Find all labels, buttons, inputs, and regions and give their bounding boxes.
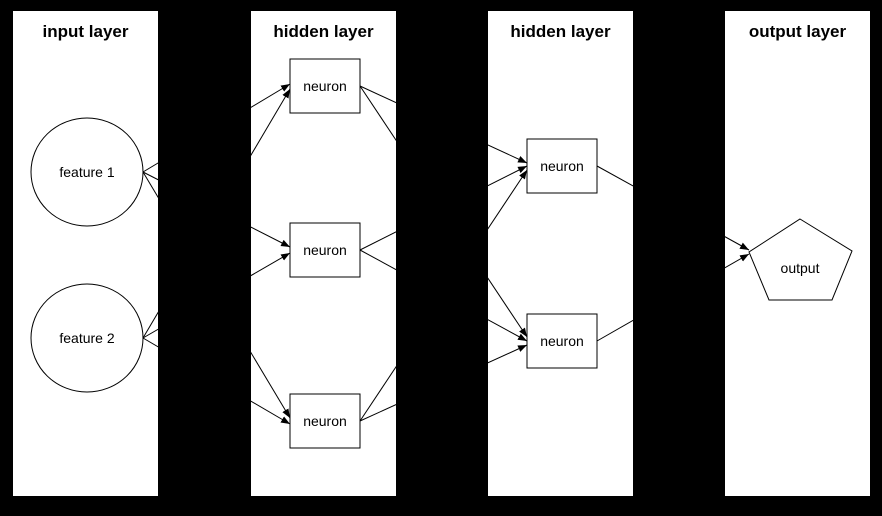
layer-title-output: output layer bbox=[748, 22, 847, 41]
layer-title-hidden-2: hidden layer bbox=[510, 22, 611, 41]
layer-title-input: input layer bbox=[42, 22, 129, 41]
panel-hidden-layer-1: hidden layer bbox=[251, 11, 396, 496]
panel-input-layer: input layer bbox=[13, 11, 158, 496]
panel-hidden-layer-2: hidden layer bbox=[488, 11, 633, 496]
layer-title-hidden-1: hidden layer bbox=[273, 22, 374, 41]
panel-output-layer: output layer bbox=[725, 11, 870, 496]
